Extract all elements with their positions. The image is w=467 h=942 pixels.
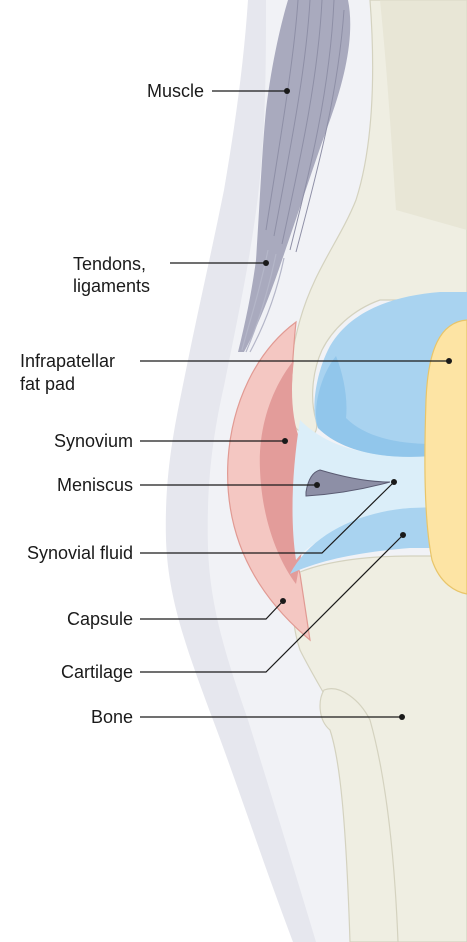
label-tendons-line2: ligaments [73, 276, 150, 296]
label-tendons-line1: Tendons, [73, 254, 146, 274]
label-capsule: Capsule [67, 609, 133, 629]
label-meniscus: Meniscus [57, 475, 133, 495]
label-synovium: Synovium [54, 431, 133, 451]
label-muscle: Muscle [147, 81, 204, 101]
label-bone: Bone [91, 707, 133, 727]
label-cartilage: Cartilage [61, 662, 133, 682]
label-fat-pad-line2: fat pad [20, 374, 75, 394]
label-fat-pad-line1: Infrapatellar [20, 351, 115, 371]
label-synovial-fluid: Synovial fluid [27, 543, 133, 563]
